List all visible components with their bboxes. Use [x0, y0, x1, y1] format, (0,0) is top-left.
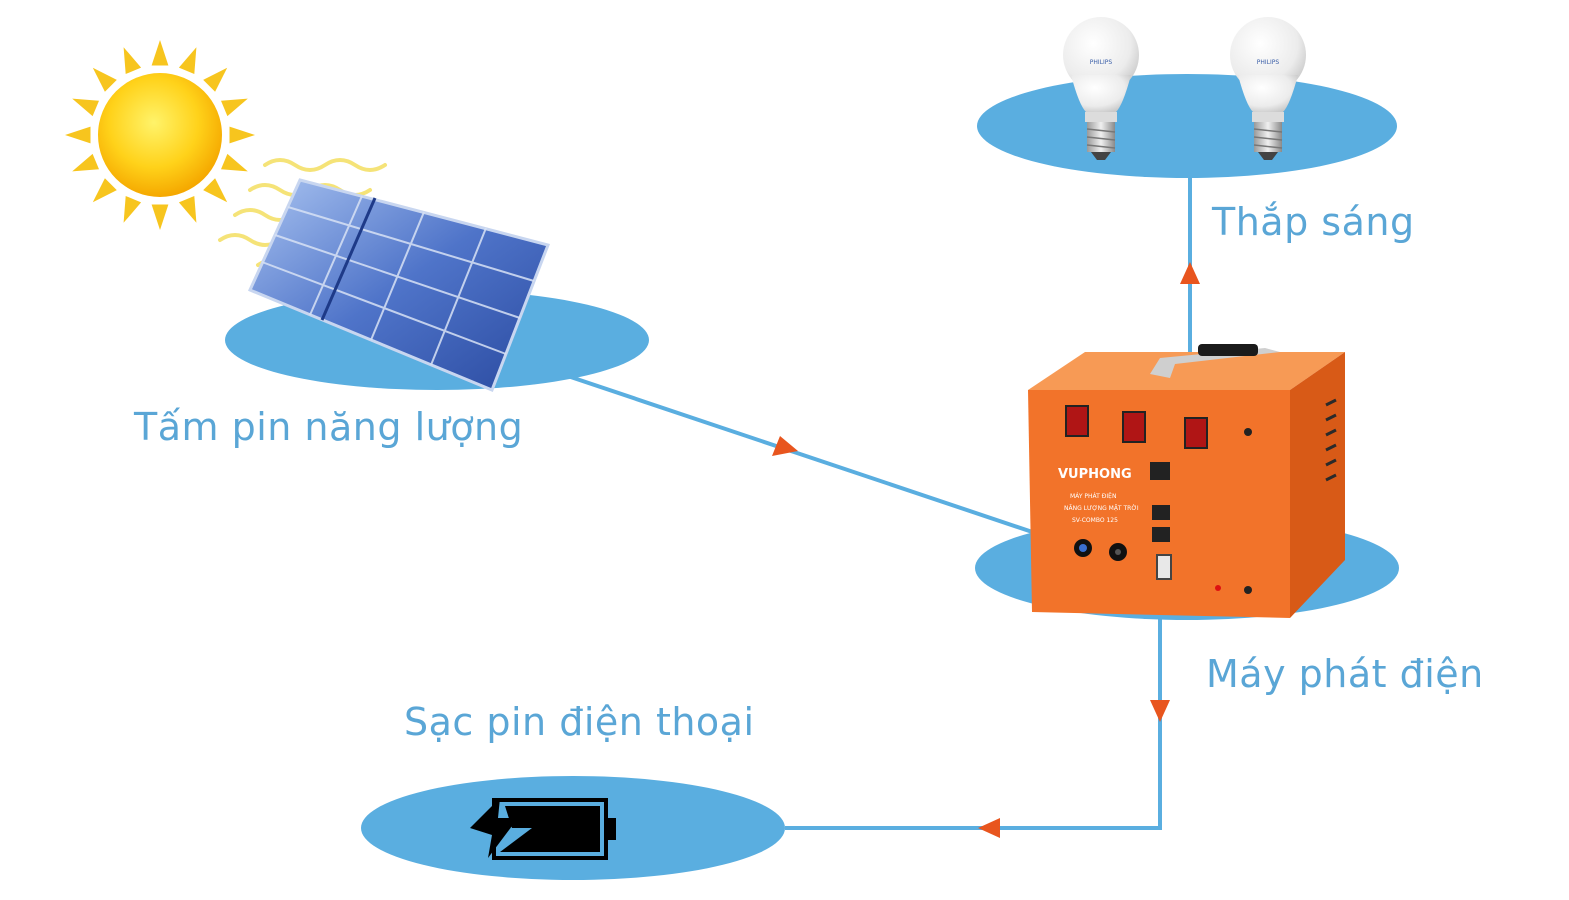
sun-ray — [123, 196, 142, 223]
sun-ray — [203, 67, 228, 92]
arrow-to-lighting — [1180, 262, 1200, 284]
sun-ray — [92, 178, 117, 203]
light-bulb-icon: PHILIPS — [1063, 17, 1139, 160]
sun-ray — [221, 153, 248, 172]
bulb-brand: PHILIPS — [1090, 59, 1113, 66]
sun-ray — [178, 196, 197, 223]
light-bulb-icon: PHILIPS — [1230, 17, 1306, 160]
bulb-brand: PHILIPS — [1257, 59, 1280, 66]
lighting-label: Thắp sáng — [1212, 200, 1415, 244]
arrow-to-charging — [978, 818, 1000, 838]
solar-panel-label: Tấm pin năng lượng — [134, 405, 524, 449]
sun-ray — [123, 47, 142, 74]
generator-icon: VUPHONG MÁY PHÁT ĐIỆN NĂNG LƯỢNG MẶT TRỜ… — [1028, 344, 1345, 618]
device-text-2: NĂNG LƯỢNG MẶT TRỜI — [1064, 505, 1139, 512]
sun-ray — [203, 178, 228, 203]
solar-panel-icon — [247, 178, 551, 392]
device-text-1: MÁY PHÁT ĐIỆN — [1070, 492, 1116, 500]
sun-ray — [65, 126, 91, 144]
lighting-ellipse — [977, 74, 1397, 178]
sun-ray — [72, 153, 99, 172]
phone-charging-label: Sạc pin điện thoại — [404, 700, 755, 744]
device-brand: VUPHONG — [1058, 467, 1132, 482]
sun-ray — [229, 126, 255, 144]
sun-ray — [151, 40, 169, 66]
arrow-down — [1150, 700, 1170, 722]
arrow-to-generator — [772, 436, 798, 456]
sun-ray — [178, 47, 197, 74]
generator-label: Máy phát điện — [1206, 652, 1484, 696]
sun-ray — [221, 98, 248, 117]
sun-ray — [151, 204, 169, 230]
sun-ray — [92, 67, 117, 92]
flow-arrows — [772, 262, 1200, 838]
battery-charging-icon — [470, 798, 616, 860]
sun-ray — [72, 98, 99, 117]
device-text-3: SV-COMBO 125 — [1072, 517, 1118, 524]
sun-icon — [65, 40, 255, 230]
